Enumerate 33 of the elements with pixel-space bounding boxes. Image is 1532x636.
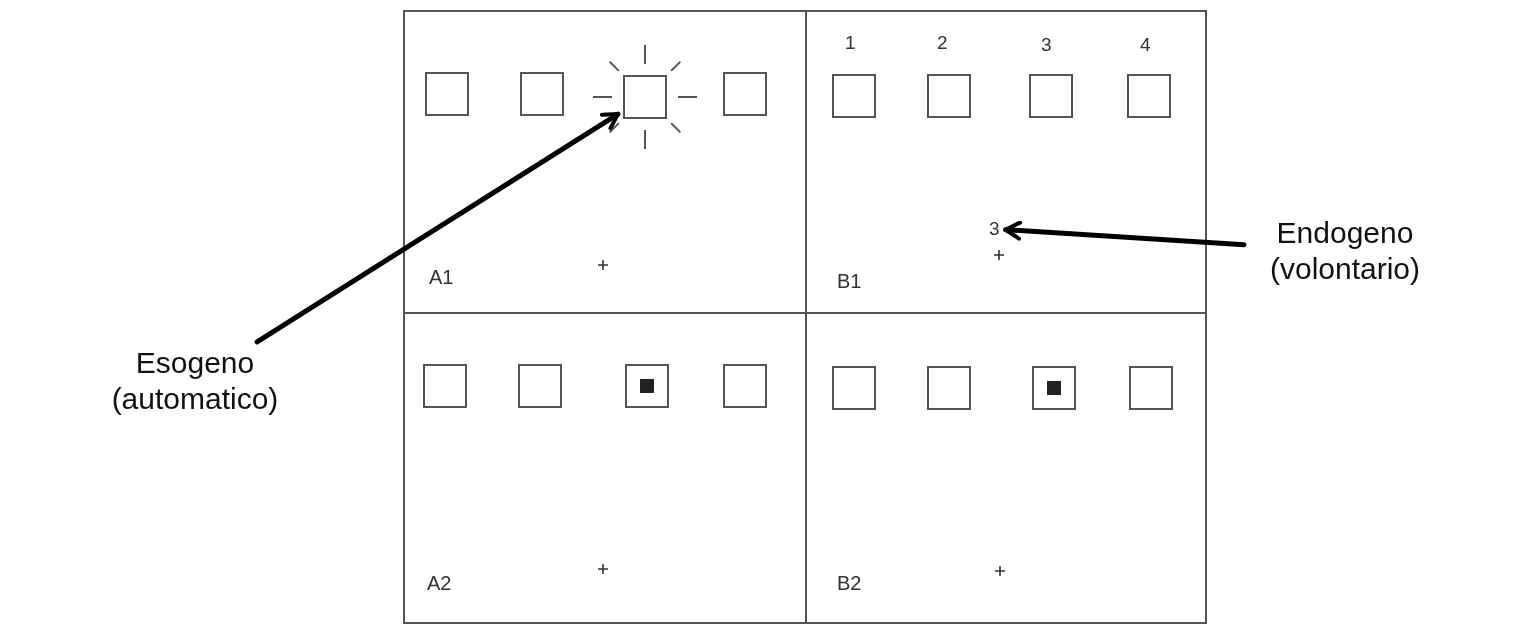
panel-label: B1	[837, 270, 862, 293]
placeholder-box	[518, 364, 562, 408]
placeholder-box	[425, 72, 469, 116]
annotation-text: Endogeno (volontario)	[1250, 215, 1440, 287]
arrow	[254, 111, 621, 345]
placeholder-box	[1129, 366, 1173, 410]
placeholder-box	[723, 364, 767, 408]
position-number: 2	[937, 32, 948, 54]
placeholder-box	[832, 74, 876, 118]
position-number: 4	[1140, 34, 1151, 56]
placeholder-box	[1029, 74, 1073, 118]
placeholder-box	[927, 366, 971, 410]
placeholder-box	[832, 366, 876, 410]
placeholder-box	[1127, 74, 1171, 118]
arrow	[1003, 220, 1247, 248]
panel-label: A2	[427, 572, 452, 595]
placeholder-box	[423, 364, 467, 408]
stimulus-panel	[805, 312, 1207, 624]
placeholder-box	[520, 72, 564, 116]
placeholder-box	[927, 74, 971, 118]
target-box	[625, 364, 669, 408]
stimulus-panel	[403, 10, 807, 314]
placeholder-box	[723, 72, 767, 116]
position-number: 1	[845, 32, 856, 54]
stimulus-panel	[403, 312, 807, 624]
stimulus-panel	[805, 10, 1207, 314]
annotation-text: Esogeno (automatico)	[100, 345, 290, 417]
panel-label: A1	[429, 266, 454, 289]
flashing-box	[623, 75, 667, 119]
panel-label: B2	[837, 572, 862, 595]
target-box	[1032, 366, 1076, 410]
position-number: 3	[1041, 34, 1052, 56]
cue-number: 3	[989, 218, 1000, 240]
